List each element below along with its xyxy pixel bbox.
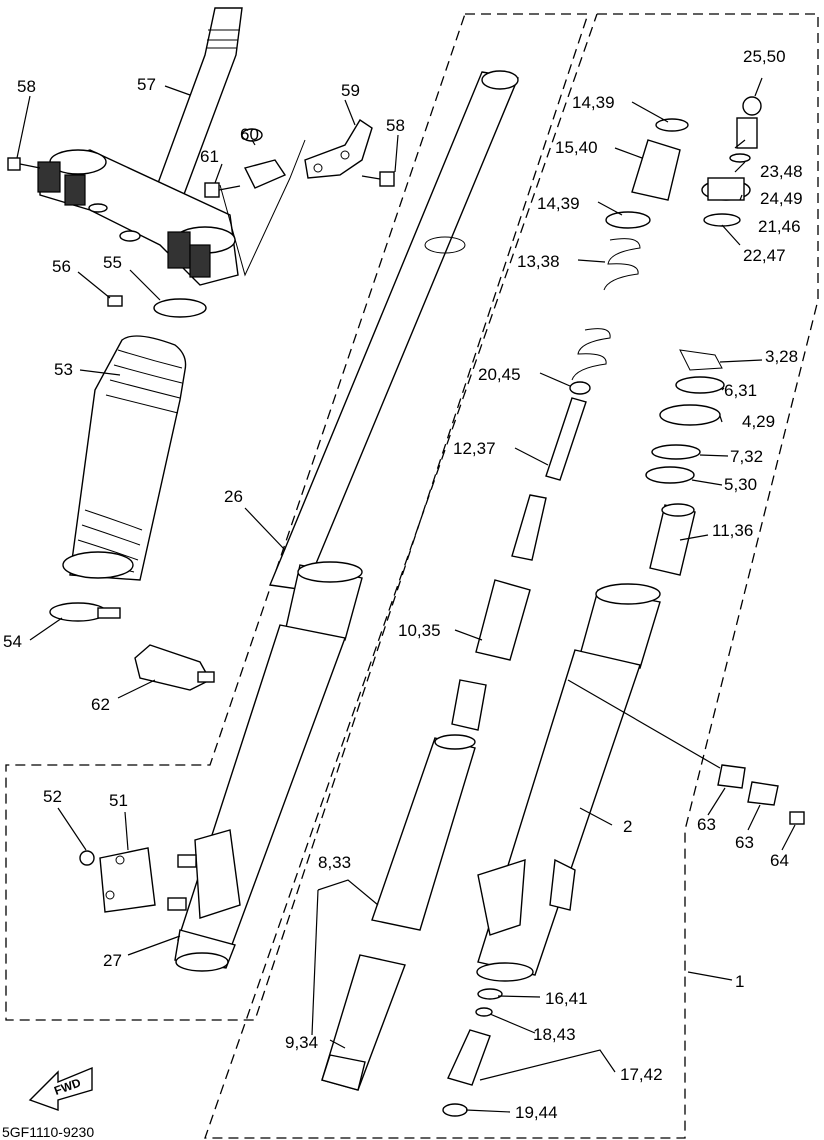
callout-3-28: 3,28 [765, 347, 798, 366]
fwd-arrow: FWD [28, 1066, 93, 1111]
callout-61: 61 [200, 147, 219, 166]
callout-23-48: 23,48 [760, 162, 803, 181]
callout-14-39-lower: 14,39 [537, 194, 580, 213]
callout-12-37: 12,37 [453, 439, 496, 458]
inner-fork-parts [321, 118, 689, 1091]
callout-17-42: 17,42 [620, 1065, 663, 1084]
callout-13-38: 13,38 [517, 252, 560, 271]
callout-22-47: 22,47 [743, 246, 786, 265]
callout-27: 27 [103, 951, 122, 970]
left-fork-tube [79, 70, 519, 972]
callout-53: 53 [54, 360, 73, 379]
callout-20-45: 20,45 [478, 365, 521, 384]
callout-6-31: 6,31 [724, 381, 757, 400]
callout-8-33: 8,33 [318, 853, 351, 872]
callout-15-40: 15,40 [555, 138, 598, 157]
right-fork-tube [442, 96, 805, 1117]
cable-guide-parts [204, 119, 395, 277]
callout-18-43: 18,43 [533, 1025, 576, 1044]
callout-26: 26 [224, 487, 243, 506]
callout-11-36: 11,36 [712, 521, 753, 540]
callout-57: 57 [137, 75, 156, 94]
callout-59: 59 [341, 81, 360, 100]
callout-9-34: 9,34 [285, 1033, 318, 1052]
callout-2: 2 [623, 817, 632, 836]
callout-58-right: 58 [386, 116, 405, 135]
group-boundaries [5, 13, 819, 1139]
leader-lines [16, 77, 796, 1113]
callout-54: 54 [3, 632, 22, 651]
callout-63-right: 63 [735, 833, 754, 852]
callout-63-left: 63 [697, 815, 716, 834]
callout-14-39-top: 14,39 [572, 93, 615, 112]
callout-25-50: 25,50 [743, 47, 786, 66]
callout-19-44: 19,44 [515, 1103, 558, 1122]
callout-21-46: 21,46 [758, 217, 801, 236]
callout-10-35: 10,35 [398, 621, 441, 640]
diagram-code: 5GF1110-9230 [2, 1124, 94, 1140]
steering-stem-assembly [7, 7, 243, 286]
callout-60: 60 [240, 125, 259, 144]
callout-55: 55 [103, 253, 122, 272]
callout-5-30: 5,30 [724, 475, 757, 494]
callout-1: 1 [735, 972, 744, 991]
callout-58-left: 58 [17, 77, 36, 96]
callout-labels: 1 2 3,28 4,29 5,30 6,31 7,32 8,33 9,34 1… [2, 47, 803, 1140]
fork-boot-assembly [49, 295, 215, 691]
callout-4-29: 4,29 [742, 412, 775, 431]
callout-64: 64 [770, 851, 789, 870]
callout-62: 62 [91, 695, 110, 714]
callout-24-49: 24,49 [760, 189, 803, 208]
callout-51: 51 [109, 791, 128, 810]
callout-56: 56 [52, 257, 71, 276]
callout-52: 52 [43, 787, 62, 806]
callout-7-32: 7,32 [730, 447, 763, 466]
callout-16-41: 16,41 [545, 989, 588, 1008]
